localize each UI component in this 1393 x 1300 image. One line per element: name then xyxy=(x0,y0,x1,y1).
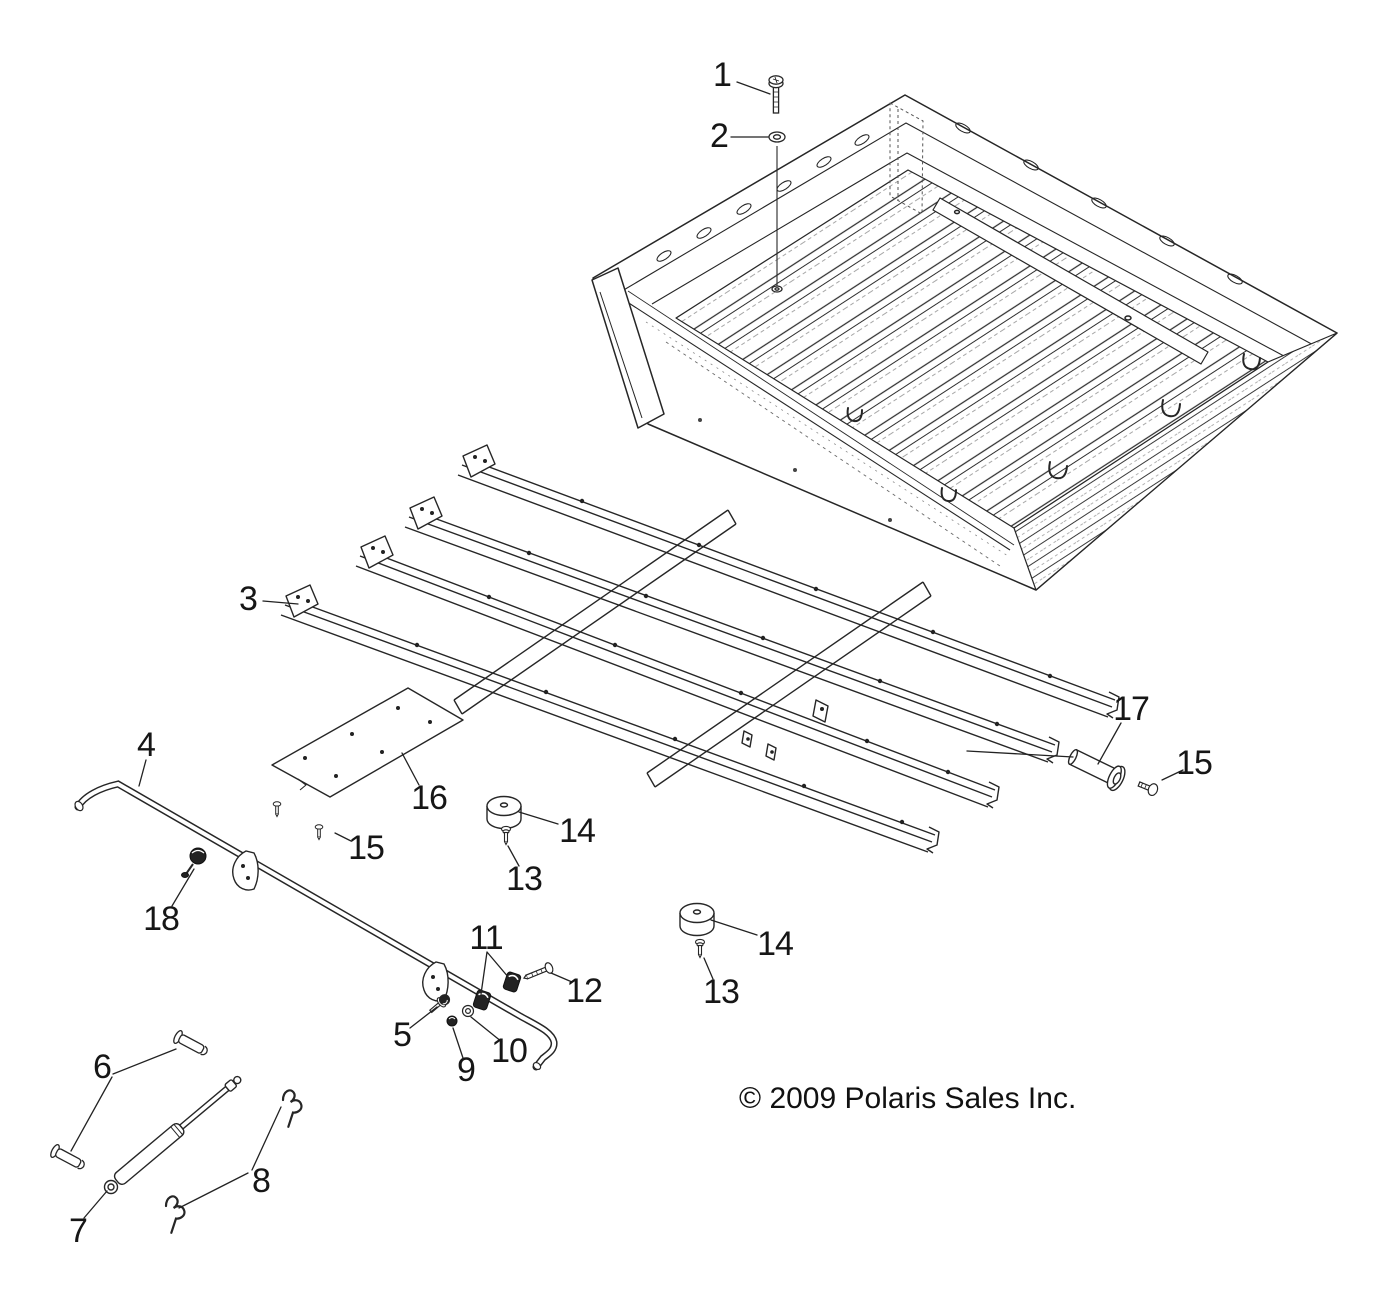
saddle-clamp xyxy=(472,989,492,1011)
hairpin-cotter-clip xyxy=(164,1195,186,1234)
callout-18: 18 xyxy=(143,900,180,938)
callout-3: 3 xyxy=(239,580,258,618)
callout-7: 7 xyxy=(69,1212,88,1250)
rod-hinge-bracket xyxy=(422,961,449,1002)
callout-14: 14 xyxy=(757,925,794,963)
callout-15: 15 xyxy=(348,829,385,867)
cargo-bed-box xyxy=(591,94,1338,591)
callout-9: 9 xyxy=(457,1051,476,1089)
bed-floor-support-bar xyxy=(932,197,1209,365)
callout-13: 13 xyxy=(703,973,740,1011)
hairpin-cotter-clip xyxy=(281,1089,303,1128)
hex-flange-bolt xyxy=(768,75,784,114)
pivot-screw xyxy=(1137,781,1159,797)
bumper-screw xyxy=(694,938,706,959)
bed-pivot-rod xyxy=(74,780,558,1071)
bumper-screw xyxy=(500,825,512,846)
bed-support-rail xyxy=(457,444,1120,719)
callout-5: 5 xyxy=(393,1016,412,1054)
frame-cross-tube xyxy=(453,509,737,715)
push-rivet xyxy=(314,824,324,841)
bed-corner-post xyxy=(889,102,924,215)
callout-1: 1 xyxy=(713,56,732,94)
callout-11: 11 xyxy=(469,919,503,957)
callout-2: 2 xyxy=(710,117,729,155)
lock-nut xyxy=(446,1015,458,1027)
bed-support-rail xyxy=(355,535,1000,809)
rod-clamp xyxy=(181,847,207,878)
callout-12: 12 xyxy=(566,972,603,1010)
rim-slots-right xyxy=(955,122,1243,285)
callout-16: 16 xyxy=(411,779,448,817)
callout-15: 15 xyxy=(1176,744,1213,782)
callout-10: 10 xyxy=(491,1032,528,1070)
gas-spring-shock xyxy=(103,1075,242,1195)
pivot-tube xyxy=(1067,748,1126,792)
push-rivet xyxy=(272,801,282,818)
clamp-bolt xyxy=(522,962,554,980)
leader-lines xyxy=(70,81,1184,1219)
frame-mount-tabs xyxy=(741,699,829,761)
clevis-pin xyxy=(50,1144,85,1170)
flat-washer xyxy=(768,131,786,293)
bed-support-rail xyxy=(404,496,1060,764)
bed-support-rail-item3 xyxy=(280,584,940,854)
copyright-text: © 2009 Polaris Sales Inc. xyxy=(739,1082,1077,1115)
callout-17: 17 xyxy=(1113,690,1150,728)
callout-13: 13 xyxy=(506,860,543,898)
tailgate-end-cap xyxy=(591,267,665,429)
clevis-pin xyxy=(173,1030,208,1056)
callout-6: 6 xyxy=(93,1048,112,1086)
rubber-bumper xyxy=(679,902,715,937)
mounting-plate xyxy=(271,687,464,798)
washer xyxy=(461,1004,475,1018)
frame-cross-tube xyxy=(646,581,932,788)
rod-hinge-bracket xyxy=(232,850,259,891)
tie-down-hooks xyxy=(846,353,1261,503)
bed-frame-assembly xyxy=(280,444,1120,854)
rubber-bumper xyxy=(486,795,522,830)
callout-14: 14 xyxy=(559,812,596,850)
callout-4: 4 xyxy=(137,726,156,764)
callout-8: 8 xyxy=(252,1162,271,1200)
